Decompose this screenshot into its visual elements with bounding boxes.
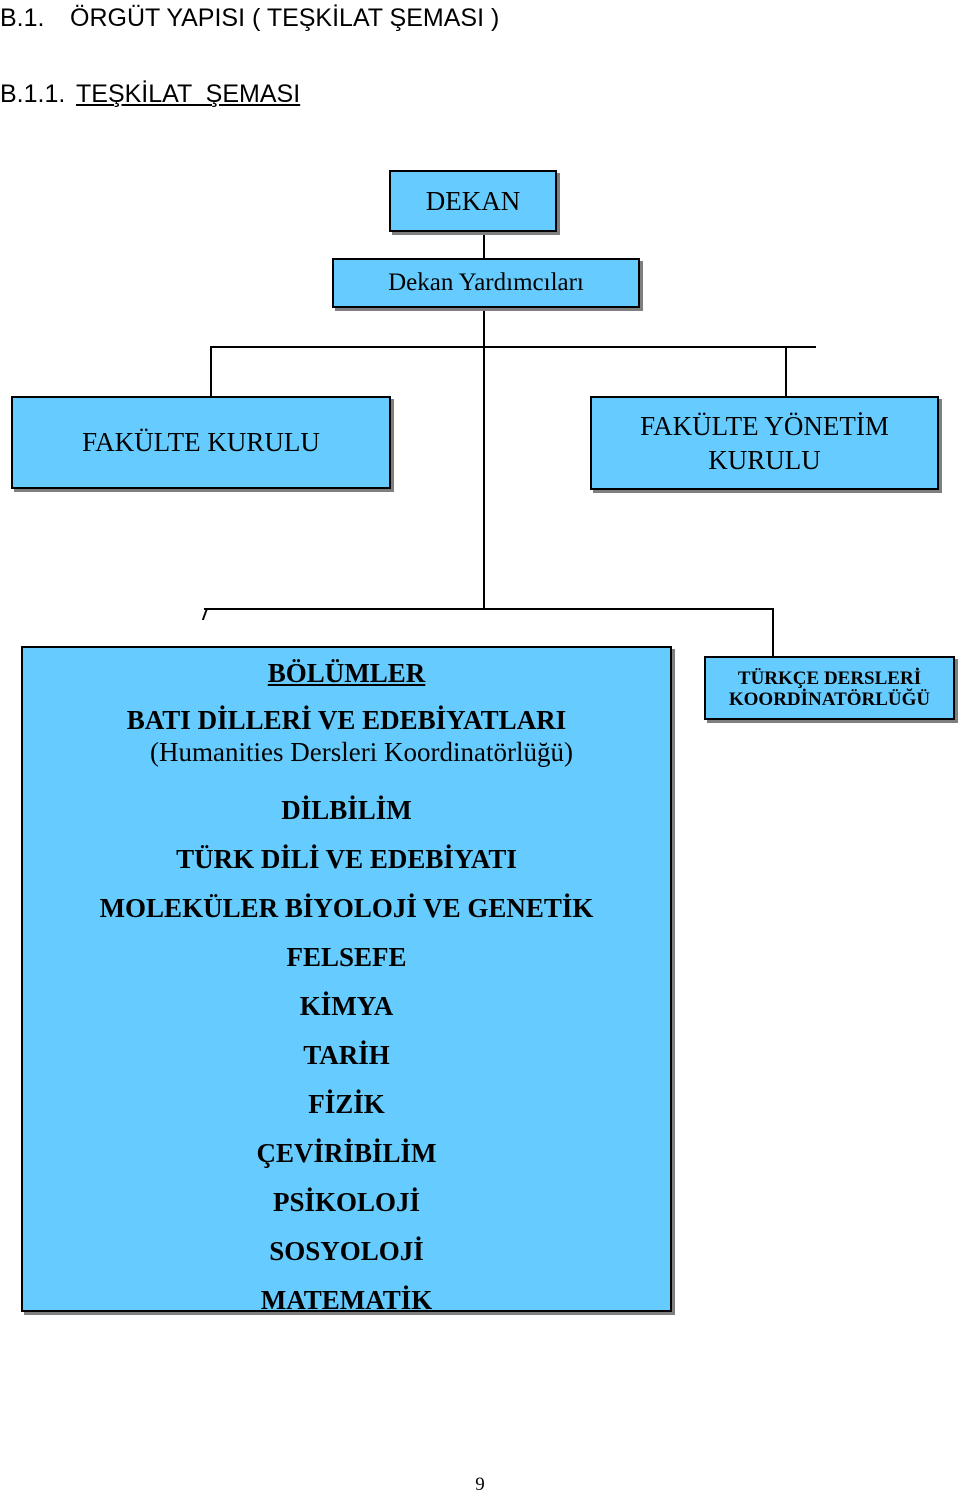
connector-kurul-left	[210, 346, 212, 396]
fakulte-kurulu-label: FAKÜLTE KURULU	[82, 427, 320, 457]
department-bati-dilleri: BATI DİLLERİ VE EDEBİYATLARI	[126, 705, 567, 735]
dekan-yardimcilari-box: Dekan Yardımcıları	[332, 258, 640, 308]
fakulte-yonetim-kurulu-box: FAKÜLTE YÖNETİM KURULU	[590, 396, 939, 490]
turkce-dersleri-line2: KOORDİNATÖRLÜĞÜ	[728, 689, 931, 710]
connector-dekan-yardimci	[483, 232, 485, 258]
fakulte-kurulu-box: FAKÜLTE KURULU	[11, 396, 391, 489]
dekan-yardimcilari-label: Dekan Yardımcıları	[388, 269, 584, 296]
subsection-title: TEŞKİLAT ŞEMASI	[76, 80, 301, 108]
department-item: FİZİK	[308, 1089, 385, 1119]
department-item: KİMYA	[299, 991, 394, 1021]
department-item: SOSYOLOJİ	[269, 1236, 424, 1266]
department-item: TÜRK DİLİ VE EDEBİYATI	[176, 844, 517, 874]
dekan-label: DEKAN	[425, 185, 521, 216]
department-item: FELSEFE	[286, 942, 407, 972]
bolumler-title: BÖLÜMLER	[267, 658, 426, 688]
bolumler-box: BÖLÜMLER BATI DİLLERİ VE EDEBİYATLARI (H…	[21, 646, 672, 1315]
section-heading: B.1. ÖRGÜT YAPISI ( TEŞKİLAT ŞEMASI )	[0, 4, 499, 33]
subsection-heading: B.1.1. TEŞKİLAT ŞEMASI	[0, 80, 300, 109]
department-item: MOLEKÜLER BİYOLOJİ VE GENETİK	[99, 893, 594, 923]
section-title: ÖRGÜT YAPISI ( TEŞKİLAT ŞEMASI )	[70, 4, 500, 32]
connector-turkce	[772, 608, 774, 656]
department-item: MATEMATİK	[260, 1285, 433, 1315]
subsection-number: B.1.1.	[0, 80, 66, 108]
dekan-box: DEKAN	[389, 170, 557, 232]
fakulte-yonetim-kurulu-line1: FAKÜLTE YÖNETİM	[640, 411, 889, 441]
department-note: (Humanities Dersleri Koordinatörlüğü)	[150, 737, 573, 767]
page-number: 9	[475, 1474, 485, 1495]
connector-kurul-bar	[210, 346, 816, 348]
department-item: PSİKOLOJİ	[272, 1187, 421, 1217]
connector-kurul-right	[785, 346, 787, 396]
fakulte-yonetim-kurulu-line2: KURULU	[708, 445, 821, 475]
connector-bolum-left	[201, 608, 209, 620]
turkce-dersleri-line1: TÜRKÇE DERSLERİ	[737, 668, 922, 689]
turkce-dersleri-box: TÜRKÇE DERSLERİ KOORDİNATÖRLÜĞÜ	[704, 656, 955, 720]
section-number: B.1.	[0, 4, 45, 32]
department-item: TARİH	[303, 1040, 390, 1070]
department-item: DİLBİLİM	[281, 795, 412, 825]
connector-yardimci-down	[483, 308, 485, 610]
department-item: ÇEVİRİBİLİM	[256, 1138, 437, 1168]
connector-bolum-bar	[204, 608, 774, 610]
